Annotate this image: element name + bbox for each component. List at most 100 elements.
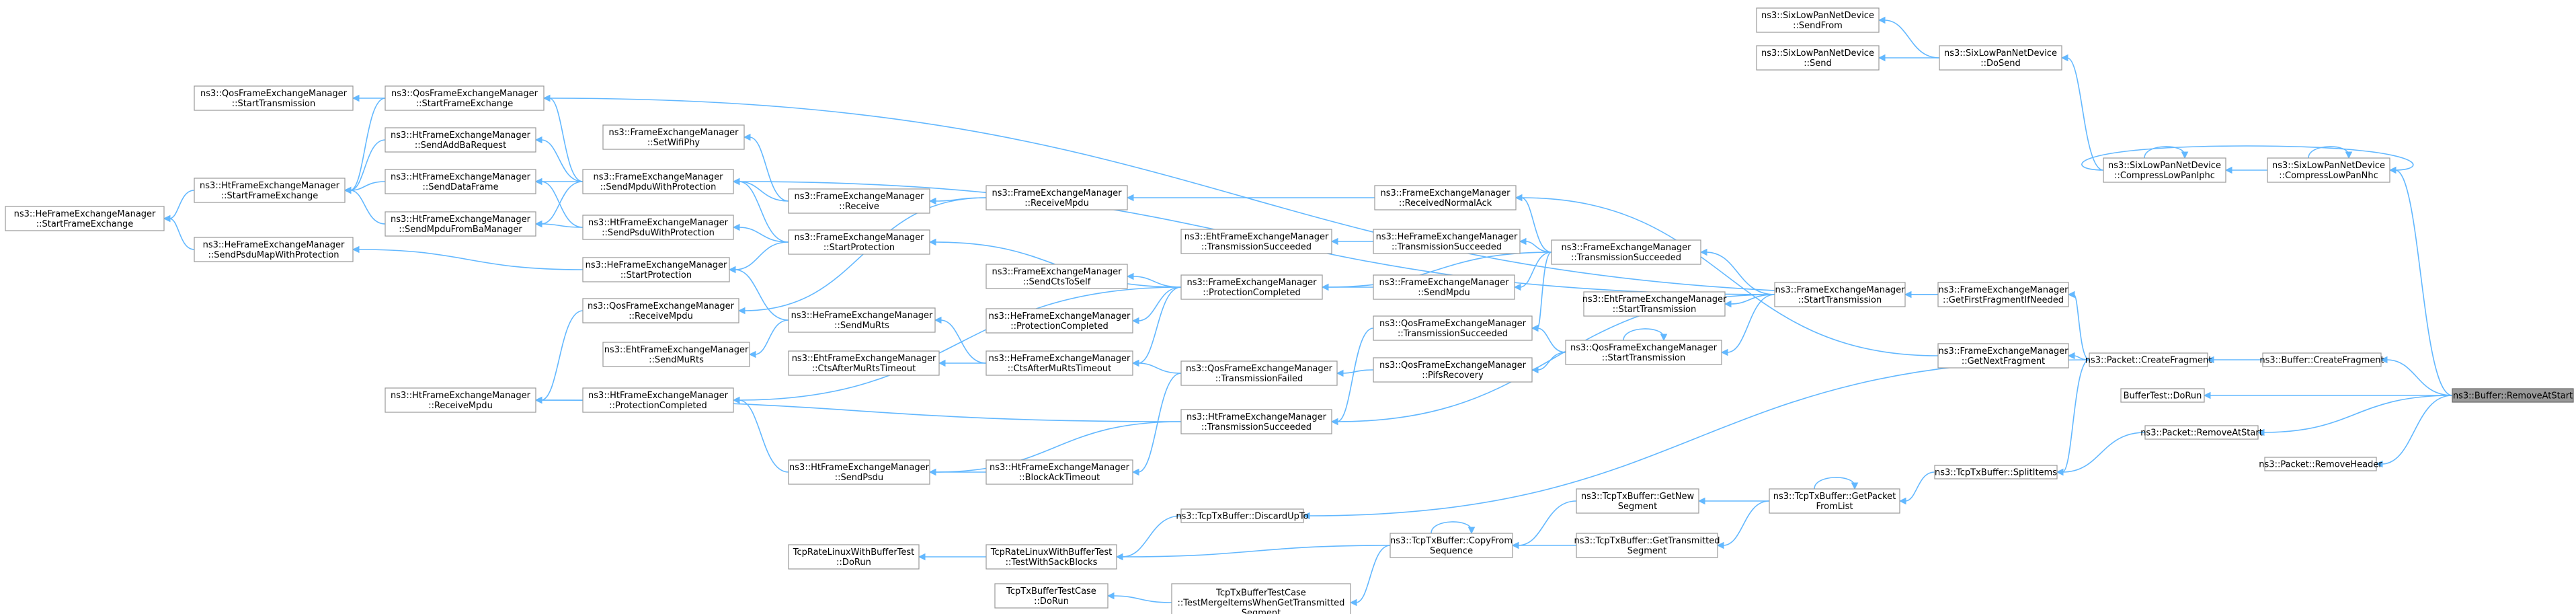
edge-arrowhead bbox=[534, 220, 542, 228]
node-label-line: ns3::EhtFrameExchangeManager bbox=[604, 345, 749, 355]
edge-arrowhead bbox=[1336, 369, 1344, 377]
edge-arrowhead bbox=[2388, 166, 2397, 174]
node-qos-start-transmission-left[interactable]: ns3::QosFrameExchangeManager::StartTrans… bbox=[194, 85, 354, 111]
node-label-line: ::BlockAckTimeout bbox=[1019, 473, 1100, 483]
edge-line bbox=[2062, 432, 2146, 473]
node-he-protection-completed[interactable]: ns3::HeFrameExchangeManager::ProtectionC… bbox=[985, 308, 1133, 334]
node-buffer-create-fragment[interactable]: ns3::Buffer::CreateFragment bbox=[2259, 352, 2384, 367]
edge-arrowhead bbox=[1531, 366, 1539, 374]
edge-he_cts_after_mu_rts_timeout-to-fem_protection_completed bbox=[1131, 286, 1182, 367]
node-tcptxbuffertestcase-dorun[interactable]: TcpTxBufferTestCase::DoRun bbox=[994, 583, 1109, 609]
node-tcptxbuffertestcase-test-merge[interactable]: TcpTxBufferTestCase::TestMergeItemsWhenG… bbox=[1171, 583, 1351, 614]
edge-arrowhead bbox=[1519, 237, 1527, 245]
node-label-line: ns3::TcpTxBuffer::SplitItems bbox=[1935, 468, 2057, 478]
node-ht-start-frame-exchange[interactable]: ns3::HtFrameExchangeManager::StartFrameE… bbox=[194, 178, 346, 203]
edge-line bbox=[350, 190, 386, 225]
edge-he_start_frame_exchange-to-he_send_psdu_map_with_protection bbox=[163, 215, 195, 250]
node-box bbox=[788, 307, 936, 333]
node-he-transmission-succeeded[interactable]: ns3::HeFrameExchangeManager::Transmissio… bbox=[1373, 229, 1521, 254]
node-label-line: ::GetFirstFragmentIfNeeded bbox=[1943, 295, 2064, 305]
node-label-line: ::SendDataFrame bbox=[422, 182, 498, 192]
node-fem-set-wifi-phy[interactable]: ns3::FrameExchangeManager::SetWifiPhy bbox=[602, 124, 745, 150]
node-fem-receive-mpdu[interactable]: ns3::FrameExchangeManager::ReceiveMpdu bbox=[985, 185, 1128, 210]
node-tcptxbuffer-splititems[interactable]: ns3::TcpTxBuffer::SplitItems bbox=[1934, 465, 2058, 479]
node-he-start-frame-exchange[interactable]: ns3::HeFrameExchangeManager::StartFrameE… bbox=[5, 206, 165, 231]
node-sixlowpan-compress-nhc[interactable]: ns3::SixLowPanNetDevice::CompressLowPanN… bbox=[2267, 157, 2390, 183]
node-label-line: TcpTxBufferTestCase bbox=[1215, 588, 1306, 599]
node-eht-cts-after-mu-rts-timeout[interactable]: ns3::EhtFrameExchangeManager::CtsAfterMu… bbox=[788, 350, 940, 376]
node-fem-start-transmission[interactable]: ns3::FrameExchangeManager::StartTransmis… bbox=[1774, 282, 1906, 307]
edge-fem_received_normal_ack-to-fem_get_next_fragment bbox=[1515, 194, 1939, 356]
node-fem-start-protection[interactable]: ns3::FrameExchangeManager::StartProtecti… bbox=[788, 229, 930, 255]
node-qos-transmission-succeeded[interactable]: ns3::QosFrameExchangeManager::Transmissi… bbox=[1373, 315, 1533, 341]
node-label-line: ::TransmissionSucceeded bbox=[1201, 242, 1312, 252]
edge-line bbox=[1623, 328, 1664, 341]
edge-arrowhead bbox=[2224, 166, 2232, 174]
node-qos-start-frame-exchange[interactable]: ns3::QosFrameExchangeManager::StartFrame… bbox=[385, 85, 545, 111]
node-label-line: ns3::Packet::RemoveAtStart bbox=[2140, 428, 2263, 438]
node-fem-transmission-succeeded[interactable]: ns3::FrameExchangeManager::TransmissionS… bbox=[1551, 239, 1701, 265]
node-tcptxbuffer-discard-up-to[interactable]: ns3::TcpTxBuffer::DiscardUpTo bbox=[1176, 508, 1309, 523]
node-he-cts-after-mu-rts-timeout[interactable]: ns3::HeFrameExchangeManager::CtsAfterMuR… bbox=[985, 350, 1133, 376]
node-eht-transmission-succeeded[interactable]: ns3::EhtFrameExchangeManager::Transmissi… bbox=[1180, 229, 1332, 254]
node-he-start-protection[interactable]: ns3::HeFrameExchangeManager::StartProtec… bbox=[582, 257, 730, 282]
edge-arrowhead bbox=[2380, 356, 2388, 364]
edge-arrowhead bbox=[2060, 54, 2068, 62]
edge-sixlowpan_dosend-to-sixlowpan_compress_iphc bbox=[2060, 54, 2104, 171]
node-packet-remove-header[interactable]: ns3::Packet::RemoveHeader bbox=[2259, 457, 2382, 471]
node-qos-receive-mpdu[interactable]: ns3::QosFrameExchangeManager::ReceiveMpd… bbox=[582, 298, 739, 323]
node-fem-get-next-fragment[interactable]: ns3::FrameExchangeManager::GetNextFragme… bbox=[1937, 343, 2069, 369]
node-box bbox=[2267, 157, 2390, 183]
node-eht-send-mu-rts[interactable]: ns3::EhtFrameExchangeManager::SendMuRts bbox=[602, 342, 750, 367]
node-tcprate-dorun[interactable]: TcpRateLinuxWithBufferTest::DoRun bbox=[788, 544, 920, 570]
node-fem-send-mpdu[interactable]: ns3::FrameExchangeManager::SendMpdu bbox=[1373, 274, 1515, 300]
node-eht-start-transmission[interactable]: ns3::EhtFrameExchangeManager::StartTrans… bbox=[1582, 291, 1727, 317]
node-ht-send-mpdu-from-ba-manager[interactable]: ns3::HtFrameExchangeManager::SendMpduFro… bbox=[385, 211, 536, 237]
node-he-send-psdu-map-with-protection[interactable]: ns3::HeFrameExchangeManager::SendPsduMap… bbox=[194, 237, 354, 262]
node-sixlowpan-compress-iphc[interactable]: ns3::SixLowPanNetDevice::CompressLowPanI… bbox=[2103, 157, 2226, 183]
node-ht-protection-completed[interactable]: ns3::HtFrameExchangeManager::ProtectionC… bbox=[582, 387, 734, 413]
node-he-send-mu-rts[interactable]: ns3::HeFrameExchangeManager::SendMuRts bbox=[788, 307, 936, 333]
node-ht-send-add-ba-request[interactable]: ns3::HtFrameExchangeManager::SendAddBaRe… bbox=[385, 127, 536, 153]
node-ht-send-data-frame[interactable]: ns3::HtFrameExchangeManager::SendDataFra… bbox=[385, 169, 536, 194]
node-qos-transmission-failed[interactable]: ns3::QosFrameExchangeManager::Transmissi… bbox=[1180, 360, 1338, 386]
node-fem-send-mpdu-with-protection[interactable]: ns3::FrameExchangeManager::SendMpduWithP… bbox=[582, 169, 734, 194]
node-tcprate-test-with-sack-blocks[interactable]: TcpRateLinuxWithBufferTest::TestWithSack… bbox=[985, 544, 1117, 570]
node-ht-transmission-succeeded[interactable]: ns3::HtFrameExchangeManager::Transmissio… bbox=[1180, 409, 1332, 434]
edge-line bbox=[549, 98, 583, 182]
node-box bbox=[994, 583, 1109, 609]
node-qos-pifs-recovery[interactable]: ns3::QosFrameExchangeManager::PifsRecove… bbox=[1373, 357, 1533, 383]
node-sixlowpan-send[interactable]: ns3::SixLowPanNetDevice::Send bbox=[1756, 45, 1880, 71]
node-qos-start-transmission[interactable]: ns3::QosFrameExchangeManager::StartTrans… bbox=[1565, 340, 1722, 365]
node-fem-protection-completed[interactable]: ns3::FrameExchangeManager::ProtectionCom… bbox=[1180, 274, 1323, 300]
node-sixlowpan-sendfrom[interactable]: ns3::SixLowPanNetDevice::SendFrom bbox=[1756, 7, 1880, 33]
node-sixlowpan-dosend[interactable]: ns3::SixLowPanNetDevice::DoSend bbox=[1939, 45, 2062, 71]
node-fem-send-cts-to-self[interactable]: ns3::FrameExchangeManager::SendCtsToSelf bbox=[985, 264, 1128, 289]
edge-line bbox=[1726, 294, 1775, 353]
node-packet-remove-at-start[interactable]: ns3::Packet::RemoveAtStart bbox=[2140, 425, 2263, 440]
node-label-line: ns3::FrameExchangeManager bbox=[1380, 188, 1511, 198]
node-packet-create-fragment[interactable]: ns3::Packet::CreateFragment bbox=[2085, 352, 2212, 367]
node-buffertest-dorun[interactable]: BufferTest::DoRun bbox=[2120, 388, 2205, 403]
node-fem-received-normal-ack[interactable]: ns3::FrameExchangeManager::ReceivedNorma… bbox=[1374, 185, 1517, 210]
node-fem-receive[interactable]: ns3::FrameExchangeManager::Receive bbox=[788, 188, 930, 214]
node-box bbox=[385, 169, 536, 194]
node-ht-receive-mpdu[interactable]: ns3::HtFrameExchangeManager::ReceiveMpdu bbox=[385, 387, 536, 413]
node-label-line: ::TransmissionSucceeded bbox=[1571, 253, 1681, 263]
node-box bbox=[2452, 388, 2574, 403]
node-ht-send-psdu-with-protection[interactable]: ns3::HtFrameExchangeManager::SendPsduWit… bbox=[582, 215, 734, 240]
node-label-line: ::CtsAfterMuRtsTimeout bbox=[812, 364, 916, 374]
node-ht-block-ack-timeout[interactable]: ns3::HtFrameExchangeManager::BlockAckTim… bbox=[985, 459, 1133, 485]
edge-buffertest_dorun-to-remove_at_start bbox=[2203, 391, 2452, 399]
edge-line bbox=[350, 181, 386, 191]
node-label-line: ns3::TcpTxBuffer::GetPacket bbox=[1773, 492, 1896, 502]
node-box bbox=[1576, 488, 1699, 514]
node-remove-at-start[interactable]: ns3::Buffer::RemoveAtStart bbox=[2452, 388, 2574, 403]
node-ht-send-psdu[interactable]: ns3::HtFrameExchangeManager::SendPsdu bbox=[788, 459, 930, 485]
node-fem-get-first-fragment[interactable]: ns3::FrameExchangeManager::GetFirstFragm… bbox=[1937, 282, 2069, 307]
node-label-line: ns3::TcpTxBuffer::DiscardUpTo bbox=[1176, 512, 1308, 522]
